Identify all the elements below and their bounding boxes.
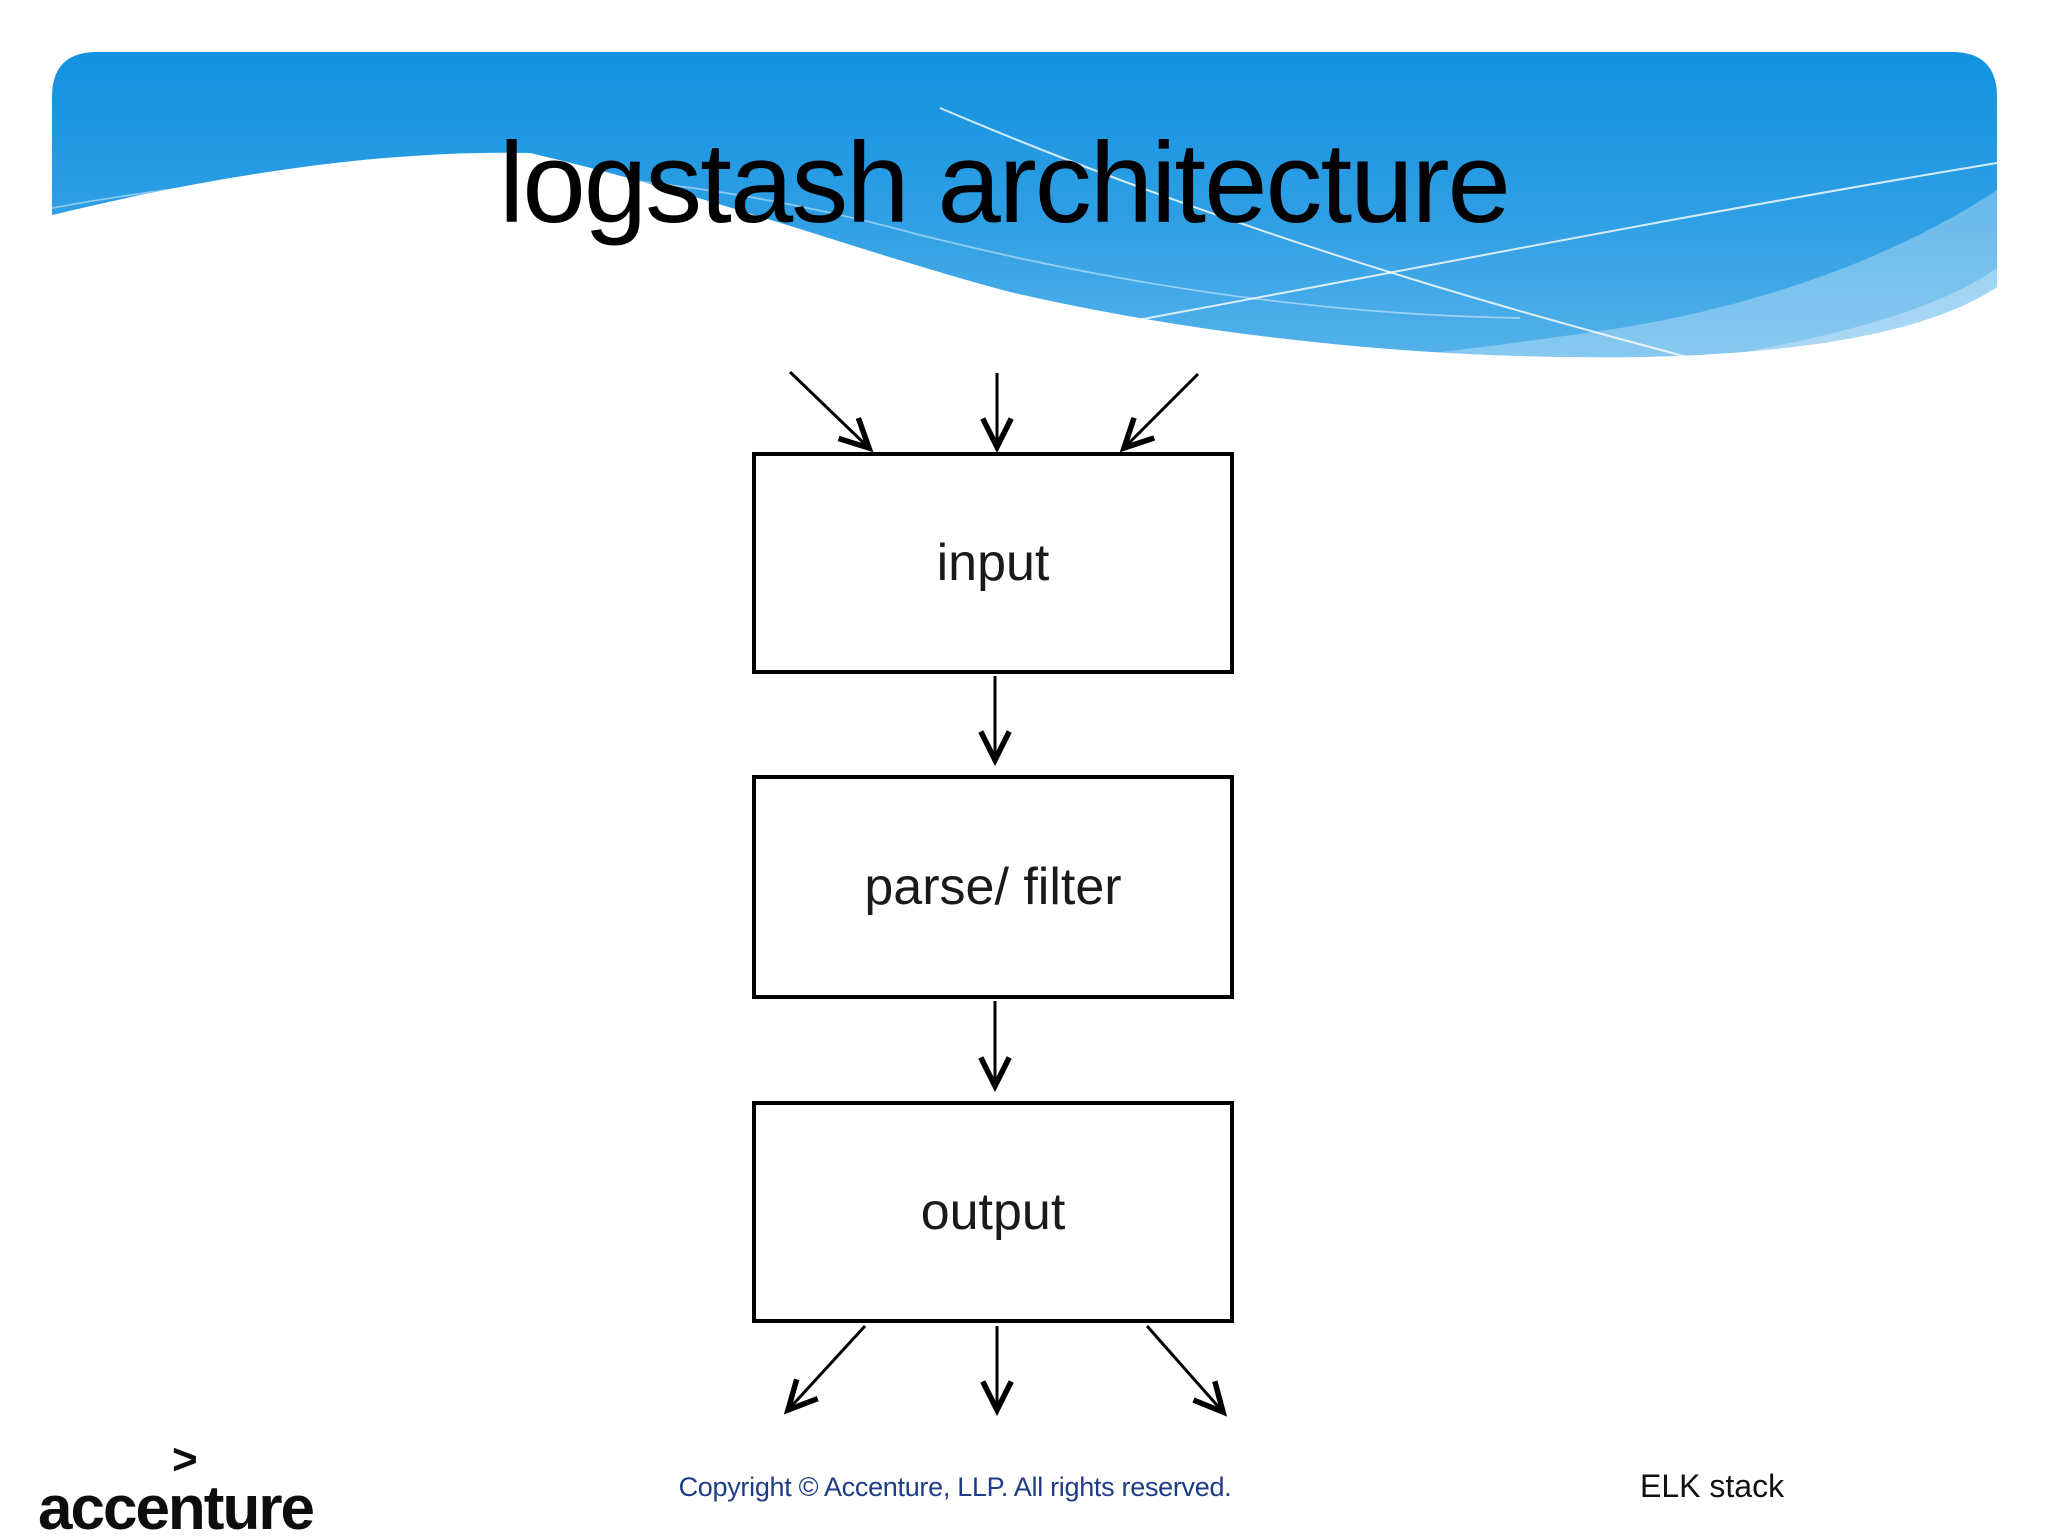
arrow-into-input-right — [1119, 372, 1200, 453]
accenture-logo: > accenture — [38, 1438, 315, 1536]
node-label-parse-filter: parse/ filter — [864, 858, 1122, 916]
accenture-chevron-icon: > — [172, 1435, 198, 1484]
arrow-out-of-output-right — [1145, 1325, 1228, 1417]
arrow-out-of-output-left — [783, 1324, 867, 1415]
header-wave-base — [52, 52, 1997, 358]
node-label-input: input — [936, 534, 1050, 592]
accenture-logo-text: accenture — [38, 1474, 315, 1536]
header-wave — [52, 52, 1997, 358]
diagram-node-input: input — [752, 452, 1234, 674]
diagram-node-parse-filter: parse/ filter — [752, 775, 1234, 999]
header-thin-arc-falling — [939, 107, 1961, 358]
node-label-output: output — [920, 1183, 1066, 1241]
header-thin-arc-rising — [719, 162, 1997, 358]
copyright-text: Copyright © Accenture, LLP. All rights r… — [678, 1472, 1232, 1502]
arrow-into-input-left — [788, 370, 874, 453]
page-title: logstash architecture — [499, 120, 1511, 247]
deck-label: ELK stack — [1640, 1468, 1785, 1504]
diagram-node-output: output — [752, 1101, 1234, 1323]
